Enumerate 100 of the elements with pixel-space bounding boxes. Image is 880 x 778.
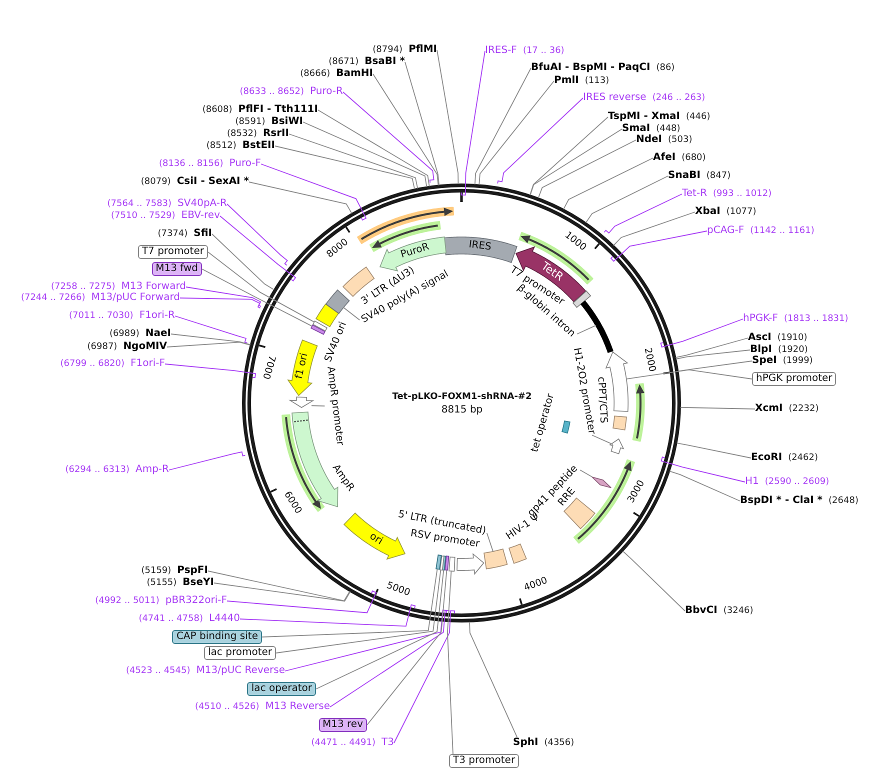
enzyme-name: SpeI bbox=[752, 355, 777, 366]
cut-position: (2462) bbox=[788, 454, 818, 464]
leader-line bbox=[680, 406, 756, 410]
cut-position: (6989) bbox=[109, 330, 140, 340]
leader-line bbox=[372, 74, 439, 186]
feature-label: SV40 ori bbox=[323, 320, 349, 364]
primer-name: L4440 bbox=[208, 613, 240, 624]
leader-line bbox=[622, 550, 686, 612]
leader-line bbox=[262, 568, 438, 638]
cut-position: (8591) bbox=[235, 118, 266, 128]
cut-position: (8532) bbox=[227, 130, 257, 140]
primer-name: IRES reverse bbox=[583, 92, 646, 104]
leader-line bbox=[284, 610, 448, 672]
leader-line bbox=[248, 182, 352, 214]
cut-position: (1999) bbox=[782, 357, 813, 367]
cut-position: (8512) bbox=[206, 142, 236, 152]
leader-line bbox=[180, 298, 261, 308]
leader-line bbox=[404, 62, 440, 186]
leader-line bbox=[497, 98, 584, 184]
leader-line bbox=[676, 350, 750, 360]
leader-line bbox=[260, 164, 367, 221]
binding-range: (4992 .. 5011) bbox=[95, 597, 160, 607]
primer-name: EBV-rev bbox=[181, 210, 220, 222]
leader-line bbox=[585, 176, 668, 224]
binding-range: (7564 .. 7583) bbox=[107, 200, 172, 210]
binding-range: (4471 .. 4491) bbox=[311, 739, 376, 749]
enzyme-name: CsiI - SexAI * bbox=[176, 176, 249, 188]
feature-name: IRES bbox=[468, 238, 492, 252]
leader-line bbox=[166, 342, 251, 348]
leader-line bbox=[168, 451, 246, 470]
leader-line bbox=[660, 456, 746, 482]
leader-line bbox=[563, 158, 654, 210]
leader-line bbox=[274, 146, 416, 190]
plasmid-name: Tet-pLKO-FOXM1-shRNA-#2 bbox=[392, 392, 532, 402]
feature-label: lac promoter bbox=[204, 646, 276, 660]
leader-line bbox=[604, 194, 682, 234]
leader-line bbox=[276, 569, 442, 654]
primer-name: pBR322ori-F bbox=[165, 595, 227, 606]
enzyme-name: BamHI bbox=[336, 68, 373, 80]
enzyme-name: AscI bbox=[748, 332, 772, 344]
cut-position: (448) bbox=[656, 125, 680, 134]
enzyme-name: TspMI - XmaI bbox=[608, 111, 680, 122]
feature-label: cPPT/CTS bbox=[595, 376, 609, 424]
cut-position: (8079) bbox=[140, 178, 171, 188]
plasmid-length: 8815 bp bbox=[441, 404, 483, 416]
enzyme-name: BbvCI bbox=[685, 605, 718, 616]
leader-line bbox=[530, 116, 608, 196]
leader-line bbox=[394, 610, 456, 744]
binding-range: (8136 .. 8156) bbox=[158, 160, 224, 170]
primer-name: M13/pUC Reverse bbox=[196, 665, 285, 676]
enzyme-name: BsaBI * bbox=[364, 56, 405, 68]
cut-position: (2232) bbox=[788, 405, 819, 415]
leader-line bbox=[318, 110, 430, 187]
cut-position: (3246) bbox=[723, 607, 754, 617]
enzyme-name: BseYI bbox=[182, 577, 214, 588]
cut-position: (1077) bbox=[726, 208, 756, 218]
enzyme-name: PmlI bbox=[554, 75, 579, 86]
feature-label: AmpR promoter bbox=[324, 366, 346, 446]
cut-position: (2648) bbox=[828, 497, 858, 507]
cut-position: (8666) bbox=[300, 70, 330, 80]
binding-range: (7258 .. 7275) bbox=[50, 283, 116, 292]
cut-position: (4356) bbox=[544, 739, 574, 749]
enzyme-name: SmaI bbox=[622, 123, 650, 134]
primer-name: Puro-F bbox=[229, 158, 261, 170]
cut-position: (680) bbox=[682, 154, 706, 164]
feature-name: ori bbox=[368, 530, 384, 548]
binding-range: (993 .. 1012) bbox=[713, 190, 772, 200]
leader-line bbox=[538, 140, 636, 198]
primer-name: F1ori-F bbox=[130, 358, 165, 370]
cut-position: (1910) bbox=[777, 334, 808, 344]
binding-range: (1813 .. 1831) bbox=[784, 315, 848, 325]
binding-range: (1142 .. 1161) bbox=[750, 227, 814, 237]
leader-line bbox=[613, 212, 696, 246]
leader-line bbox=[202, 268, 313, 327]
leader-line bbox=[469, 621, 518, 738]
leader-line bbox=[626, 369, 752, 380]
primer-name: M13/pUC Forward bbox=[91, 292, 180, 304]
leader-line bbox=[610, 230, 708, 262]
enzyme-name: NaeI bbox=[145, 328, 171, 340]
enzyme-name: XbaI bbox=[695, 206, 720, 218]
enzyme-name: SphI bbox=[513, 737, 538, 748]
primer-name: IRES-F bbox=[485, 45, 517, 56]
enzyme-name: XcmI bbox=[755, 403, 783, 414]
cut-position: (5159) bbox=[141, 567, 172, 577]
enzyme-name: PflMI bbox=[408, 44, 437, 56]
leader-line bbox=[220, 216, 296, 282]
cut-position: (113) bbox=[584, 77, 610, 87]
primer-name: pCAG-F bbox=[707, 225, 744, 236]
enzyme-name: PflFI - Tth111I bbox=[238, 104, 318, 116]
primer-name: F1ori-R bbox=[139, 310, 175, 322]
leader-line bbox=[675, 338, 748, 358]
leader-line bbox=[580, 470, 592, 478]
leader-line bbox=[576, 324, 597, 334]
cut-position: (5155) bbox=[146, 579, 177, 589]
binding-range: (7510 .. 7529) bbox=[111, 212, 176, 222]
feature-label: lac operator bbox=[247, 682, 316, 696]
leader-line bbox=[447, 570, 454, 754]
leader-line bbox=[302, 122, 428, 188]
feature-label: CAP binding site bbox=[172, 630, 262, 644]
feature-label: H1-2O2 promoter bbox=[570, 346, 597, 436]
